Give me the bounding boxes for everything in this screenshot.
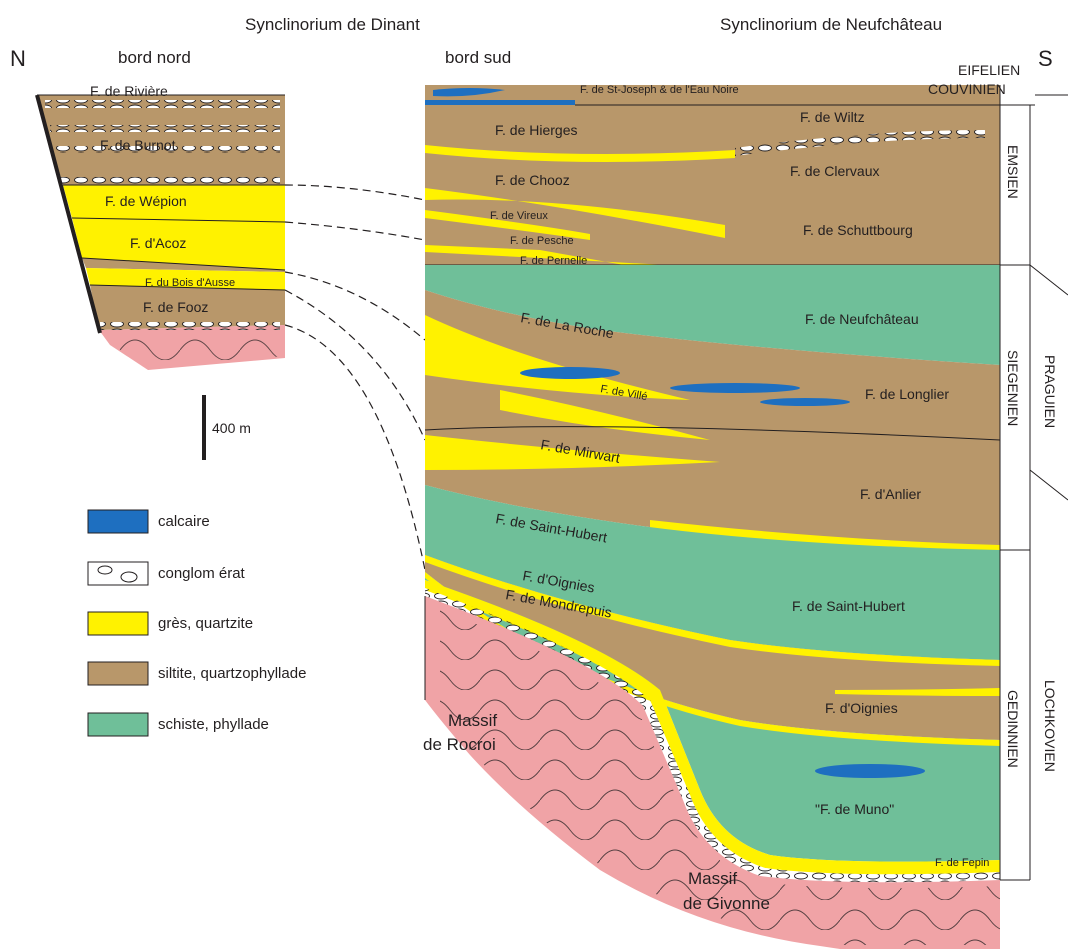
correlation-line — [285, 325, 425, 570]
ville-limestone — [520, 367, 620, 379]
dinant-title: Synclinorium de Dinant — [245, 15, 420, 34]
correlation-line — [285, 185, 425, 200]
stage-label: EIFELIEN — [958, 62, 1020, 78]
north-basement-folds — [103, 330, 285, 368]
stage-box-line — [1030, 470, 1068, 500]
legend-swatch-gres — [88, 612, 148, 635]
neufchateau-title: Synclinorium de Neufchâteau — [720, 15, 942, 34]
legend-swatch-schiste — [88, 713, 148, 736]
legend-swatch-calcaire — [88, 510, 148, 533]
north-formation-label: F. du Bois d'Ausse — [145, 277, 235, 289]
massif-rocroi-label: Massif — [448, 711, 497, 730]
formation-label: F. de Chooz — [495, 172, 570, 188]
formation-label: F. de Hierges — [495, 122, 577, 138]
massif-givonne-label: Massif — [688, 869, 737, 888]
formation-label: F. de Vireux — [490, 210, 548, 222]
stage-label: GEDINNIEN — [1005, 690, 1021, 768]
st-joseph-limestone-2 — [425, 100, 575, 105]
formation-label: F. de Fepin — [935, 857, 989, 869]
north-formation-label: F. de Rivière — [90, 83, 168, 99]
pebble-icon — [98, 566, 112, 574]
longlier-limestone — [670, 383, 800, 393]
formation-label: F. de Wiltz — [800, 109, 865, 125]
north-column: F. de Rivière F. de Burnot F. de Wépion … — [37, 83, 285, 370]
stage-label: LOCHKOVIEN — [1042, 680, 1058, 772]
massif-rocroi-label: de Rocroi — [423, 735, 496, 754]
north-conglomerate-4 — [60, 177, 280, 184]
longlier-limestone-2 — [760, 398, 850, 406]
legend-label: schiste, phyllade — [158, 716, 269, 733]
formation-label: F. de Neufchâteau — [805, 311, 919, 327]
legend-label: siltite, quartzophyllade — [158, 665, 306, 682]
formation-label: F. de Saint-Hubert — [792, 598, 905, 614]
formation-label: F. de St-Joseph & de l'Eau Noire — [580, 84, 739, 96]
formation-label: F. d'Anlier — [860, 486, 921, 502]
legend-label: conglom érat — [158, 565, 246, 582]
north-conglomerate-top — [45, 100, 280, 108]
stage-label: EMSIEN — [1005, 145, 1021, 199]
correlation-line — [285, 222, 425, 240]
north-label: N — [10, 46, 26, 71]
formation-label: F. d'Oignies — [825, 700, 898, 716]
legend-label: grès, quartzite — [158, 615, 253, 632]
stage-label: PRAGUIEN — [1042, 355, 1058, 428]
stage-label: SIEGENIEN — [1005, 350, 1021, 426]
formation-label: F. de Longlier — [865, 386, 949, 402]
north-conglomerate-2 — [50, 125, 280, 132]
legend-label: calcaire — [158, 513, 210, 530]
bord-sud-label: bord sud — [445, 48, 511, 67]
correlation-line — [285, 272, 425, 340]
legend: calcaire conglom érat grès, quartzite si… — [88, 510, 306, 736]
formation-label: F. de Pesche — [510, 235, 574, 247]
legend-swatch-conglomerat — [88, 562, 148, 585]
north-formation-label: F. de Burnot — [100, 137, 176, 153]
pebble-icon — [121, 572, 137, 582]
correlation-lines — [285, 185, 425, 570]
north-formation-label: F. de Fooz — [143, 299, 208, 315]
formation-label: F. de Schuttbourg — [803, 222, 913, 238]
massif-givonne-label: de Givonne — [683, 894, 770, 913]
formation-label: F. de Pernelle — [520, 255, 587, 267]
south-label: S — [1038, 46, 1053, 71]
muno-limestone — [815, 764, 925, 778]
scale-label: 400 m — [212, 420, 251, 436]
formation-label: F. de Clervaux — [790, 163, 879, 179]
stage-box-line — [1030, 265, 1068, 295]
north-formation-label: F. d'Acoz — [130, 235, 186, 251]
stage-label: COUVINIEN — [928, 81, 1006, 97]
legend-swatch-siltite — [88, 662, 148, 685]
north-formation-label: F. de Wépion — [105, 193, 187, 209]
headers: N S Synclinorium de Dinant Synclinorium … — [10, 15, 1053, 71]
north-conglomerate-base — [100, 322, 280, 330]
scale-bar: 400 m — [204, 395, 251, 460]
south-section: F. de St-Joseph & de l'Eau Noire F. de H… — [423, 84, 1068, 949]
correlation-line — [285, 290, 425, 440]
bord-nord-label: bord nord — [118, 48, 191, 67]
formation-label: "F. de Muno" — [815, 801, 894, 817]
